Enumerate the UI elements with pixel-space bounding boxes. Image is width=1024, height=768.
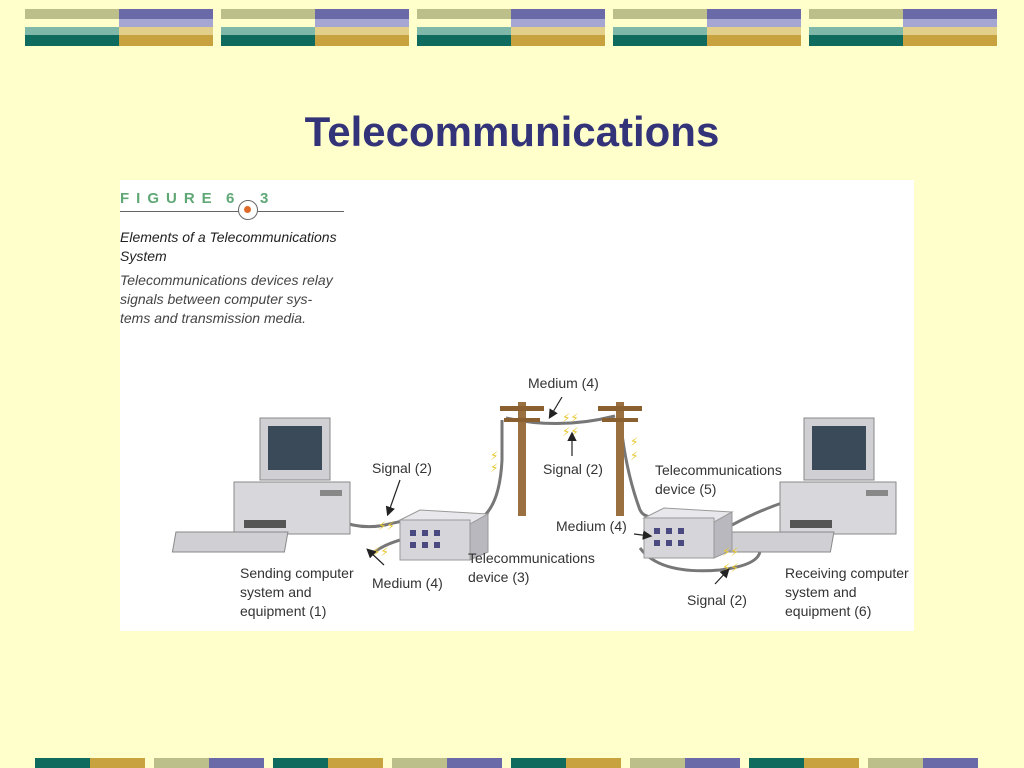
label-signal-bottom-right: Signal (2) — [687, 592, 747, 608]
decor-block — [35, 758, 90, 768]
caption-line: Telecommunications devices relay — [120, 272, 333, 288]
decor-block — [868, 758, 923, 768]
cable-device3-to-pole1 — [483, 420, 504, 517]
label-line: Receiving computer — [785, 565, 909, 581]
figure-caption-text: Telecommunications devices relay signals… — [120, 271, 360, 328]
svg-text:⚡⚡: ⚡⚡ — [562, 425, 579, 439]
decor-block — [273, 758, 328, 768]
svg-text:⚡: ⚡ — [490, 449, 498, 463]
receiving-computer-icon — [717, 417, 897, 553]
svg-text:⚡: ⚡ — [490, 461, 498, 475]
cable-device5-to-receiver — [731, 500, 786, 527]
label-medium-bottom-left: Medium (4) — [372, 575, 443, 591]
label-telecom-device-3: Telecommunications device (3) — [468, 549, 595, 587]
svg-text:⚡⚡: ⚡⚡ — [562, 411, 579, 425]
label-line: device (5) — [655, 481, 717, 497]
telecom-diagram: ⚡⚡ ⚡⚡ ⚡ ⚡ ⚡⚡ ⚡⚡ ⚡ ⚡ ⚡⚡ ⚡⚡ — [171, 396, 897, 585]
decor-block — [25, 9, 213, 46]
label-medium-top: Medium (4) — [528, 375, 599, 391]
decor-block — [566, 758, 621, 768]
figure-bullet-dot — [244, 206, 251, 213]
slide-title: Telecommunications — [304, 108, 720, 155]
label-signal-middle: Signal (2) — [543, 461, 603, 477]
decor-block — [90, 758, 145, 768]
label-telecom-device-5: Telecommunications device (5) — [655, 461, 782, 499]
decor-block — [392, 758, 447, 768]
decor-block — [328, 758, 383, 768]
caption-line: tems and transmission media. — [120, 310, 306, 326]
top-decorative-band — [0, 0, 1024, 50]
telephone-pole-2-icon — [598, 402, 642, 516]
telecom-device-5-icon — [642, 507, 734, 559]
sending-computer-icon — [171, 417, 351, 553]
figure-caption-title: Elements of a Telecommunications System — [120, 229, 337, 264]
cable-pole2-to-device5 — [618, 415, 661, 519]
figure-rule — [120, 211, 344, 212]
label-receiving-computer: Receiving computer system and equipment … — [785, 564, 909, 621]
figure-label: FIGURE — [120, 190, 219, 207]
decor-block — [804, 758, 859, 768]
decor-block — [630, 758, 685, 768]
telecom-device-3-icon — [398, 509, 490, 561]
label-line: Telecommunications — [468, 550, 595, 566]
decor-block — [417, 9, 605, 46]
figure-number-left: 6 — [226, 190, 235, 207]
decor-block — [209, 758, 264, 768]
label-line: system and — [240, 584, 312, 600]
decor-block — [923, 758, 978, 768]
decor-block — [749, 758, 804, 768]
label-line: Sending computer — [240, 565, 354, 581]
label-sending-computer: Sending computer system and equipment (1… — [240, 564, 354, 621]
svg-text:⚡: ⚡ — [630, 435, 638, 449]
bottom-decorative-band — [0, 758, 1024, 768]
decor-block — [154, 758, 209, 768]
svg-text:⚡⚡: ⚡⚡ — [722, 545, 739, 559]
label-signal-left: Signal (2) — [372, 460, 432, 476]
label-line: device (3) — [468, 569, 530, 585]
svg-text:⚡⚡: ⚡⚡ — [378, 519, 395, 533]
decor-block — [221, 9, 409, 46]
figure-panel: FIGURE 6 3 Elements of a Telecommunicati… — [120, 180, 914, 631]
telephone-pole-1-icon — [500, 402, 544, 516]
caption-line: signals between computer sys- — [120, 291, 313, 307]
label-line: Telecommunications — [655, 462, 782, 478]
decor-block — [511, 758, 566, 768]
decor-block — [447, 758, 502, 768]
svg-text:⚡: ⚡ — [630, 449, 638, 463]
label-line: equipment (6) — [785, 603, 872, 619]
annotation-arrows — [366, 396, 730, 585]
decor-block — [809, 9, 997, 46]
decor-block — [613, 9, 801, 46]
label-line: system and — [785, 584, 857, 600]
label-line: equipment (1) — [240, 603, 327, 619]
label-medium-right: Medium (4) — [556, 518, 627, 534]
decor-block — [685, 758, 740, 768]
figure-number-right: 3 — [260, 190, 269, 207]
